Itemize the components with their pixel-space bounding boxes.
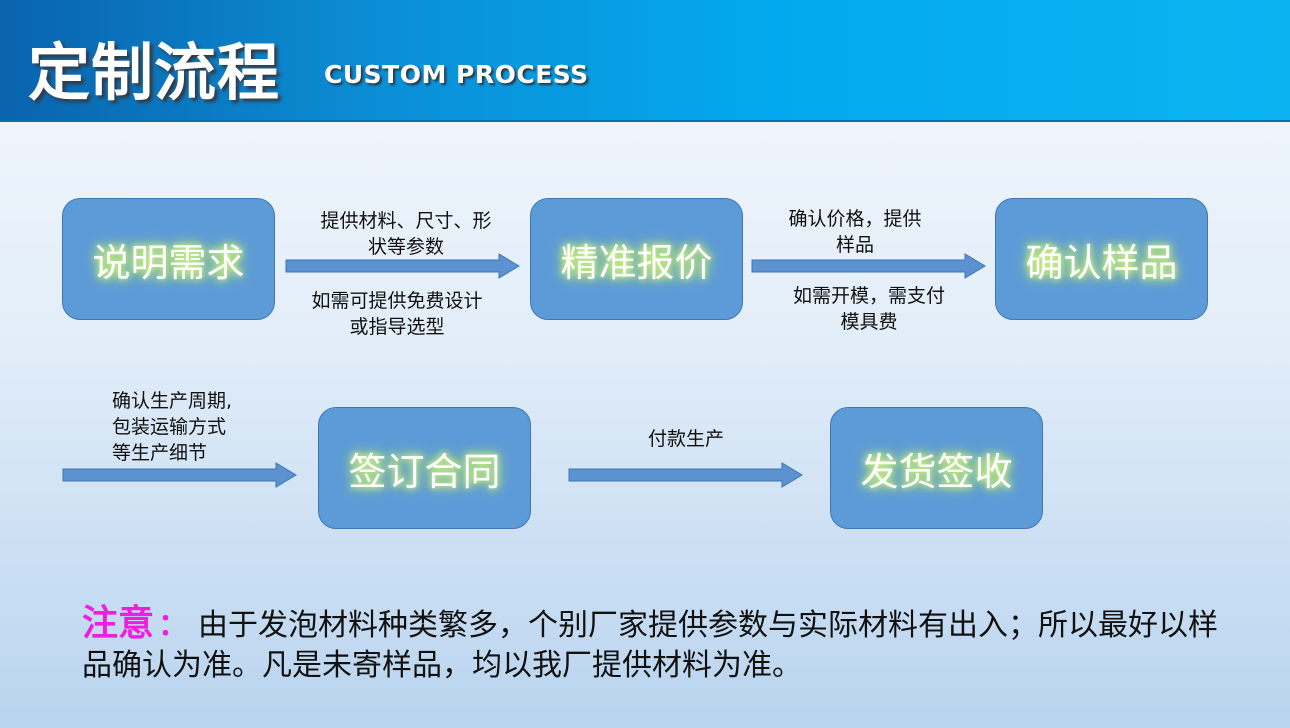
note-line: 状等参数 bbox=[367, 236, 444, 258]
notice-text: 由于发泡材料种类繁多，个别厂家提供参数与实际材料有出入；所以最好以样品确认为准。… bbox=[82, 608, 1219, 683]
step-label: 发货签收 bbox=[860, 449, 1013, 494]
note-production-details: 确认生产周期, 包装运输方式 等生产细节 bbox=[112, 388, 282, 466]
step-label: 确认样品 bbox=[1025, 240, 1178, 285]
step-label: 签订合同 bbox=[348, 449, 501, 494]
step-label: 说明需求 bbox=[92, 240, 245, 285]
note-line: 如需可提供免费设计 bbox=[311, 290, 483, 312]
note-line: 模具费 bbox=[840, 311, 898, 333]
arrow-to-step4 bbox=[62, 462, 297, 488]
note-line: 等生产细节 bbox=[112, 442, 208, 464]
note-mold-fee: 如需开模，需支付 模具费 bbox=[776, 283, 962, 335]
step-label: 精准报价 bbox=[560, 240, 713, 285]
step-explain-requirements: 说明需求 bbox=[62, 198, 275, 320]
step-ship-receive: 发货签收 bbox=[830, 407, 1043, 529]
note-line: 样品 bbox=[835, 234, 874, 256]
note-line: 或指导选型 bbox=[349, 316, 445, 338]
page-subtitle: CUSTOM PROCESS bbox=[324, 60, 589, 89]
note-line: 确认价格，提供 bbox=[788, 208, 922, 230]
note-line: 付款生产 bbox=[647, 428, 724, 450]
header-banner: 定制流程 CUSTOM PROCESS bbox=[0, 0, 1290, 122]
notice-paragraph: 注意：由于发泡材料种类繁多，个别厂家提供参数与实际材料有出入；所以最好以样品确认… bbox=[82, 604, 1232, 686]
arrow-step1-to-step2 bbox=[285, 253, 520, 279]
note-confirm-price: 确认价格，提供 样品 bbox=[770, 206, 940, 258]
page-title: 定制流程 bbox=[28, 36, 281, 109]
note-line: 确认生产周期, bbox=[112, 390, 233, 412]
arrow-step2-to-step3 bbox=[751, 253, 986, 279]
note-payment: 付款生产 bbox=[616, 426, 756, 452]
note-line: 如需开模，需支付 bbox=[792, 285, 945, 307]
step-sign-contract: 签订合同 bbox=[318, 407, 531, 529]
notice-label: 注意 bbox=[82, 603, 155, 644]
note-line: 提供材料、尺寸、形 bbox=[320, 210, 492, 232]
note-free-design: 如需可提供免费设计 或指导选型 bbox=[292, 288, 502, 340]
step-accurate-quote: 精准报价 bbox=[530, 198, 743, 320]
note-line: 包装运输方式 bbox=[112, 416, 227, 438]
note-provide-materials: 提供材料、尺寸、形 状等参数 bbox=[296, 208, 516, 260]
arrow-step4-to-step5 bbox=[568, 462, 803, 488]
step-confirm-sample: 确认样品 bbox=[995, 198, 1208, 320]
notice-colon: ： bbox=[158, 608, 189, 643]
